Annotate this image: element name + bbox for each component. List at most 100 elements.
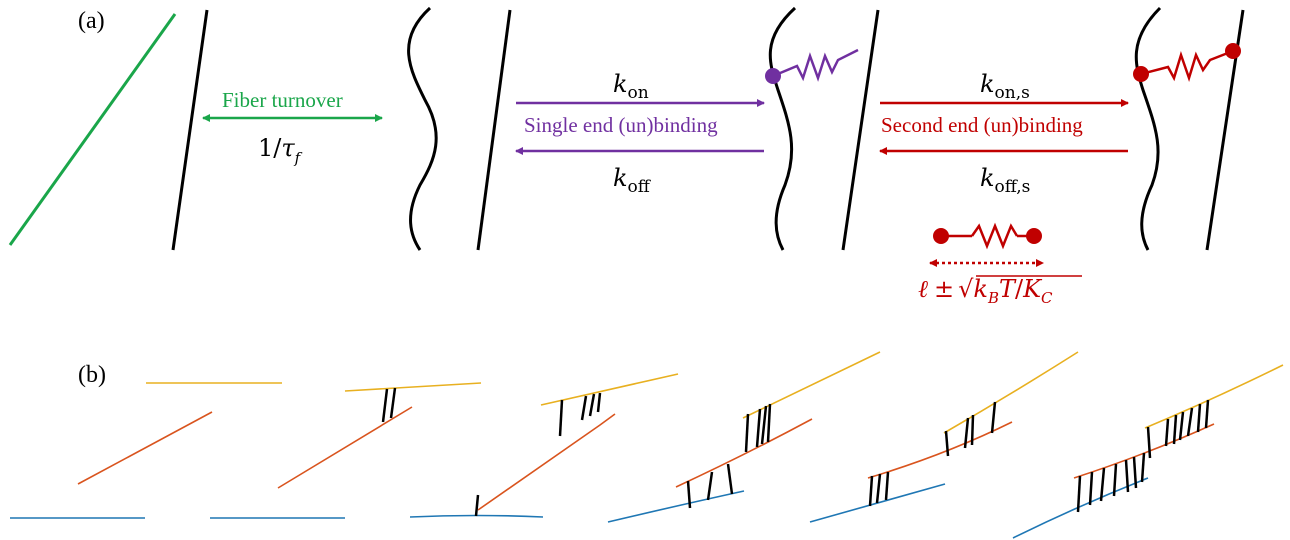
straight-fiber xyxy=(476,9,512,251)
crosslinker xyxy=(1076,475,1082,513)
crosslinkers xyxy=(686,403,772,509)
state-2-fibers xyxy=(407,6,512,251)
crosslinker xyxy=(760,405,768,445)
wavy-fiber xyxy=(768,6,797,251)
crosslinker xyxy=(1186,407,1194,437)
middle-fiber xyxy=(477,413,616,511)
crosslinker xyxy=(1099,467,1106,502)
kb-symbol: k xyxy=(973,275,988,303)
second-end-label: Second end (un)binding xyxy=(881,113,1083,137)
top-fiber xyxy=(540,373,679,406)
green-fiber xyxy=(8,13,177,246)
bottom-fiber xyxy=(809,483,946,523)
wavy-fiber xyxy=(407,6,438,251)
slash-symbol: / xyxy=(1015,275,1024,303)
panel-a-label: (a) xyxy=(78,8,105,34)
crosslinkers xyxy=(1076,399,1210,513)
k-off-s-symbol: k xyxy=(980,164,995,192)
rate-sub: f xyxy=(294,149,303,167)
k-on-s-label: kon,s xyxy=(980,70,1030,103)
crosslinker xyxy=(990,401,997,434)
legend-spring-coil xyxy=(970,222,1019,250)
straight-fiber xyxy=(841,9,880,251)
crosslinker xyxy=(755,408,762,448)
k-on-symbol: k xyxy=(613,70,628,98)
middle-fiber xyxy=(277,406,413,489)
fiber-turnover-transition: Fiber turnover 1/τf xyxy=(202,88,383,167)
crosslinker xyxy=(1088,471,1094,506)
simulation-frame-2 xyxy=(210,382,482,519)
simulation-frame-5 xyxy=(809,351,1079,523)
crosslinker xyxy=(744,413,750,453)
kb-sub: B xyxy=(987,289,999,307)
bound-end-dot xyxy=(765,68,781,84)
crosslinker xyxy=(686,480,692,509)
crosslinker xyxy=(766,403,772,443)
pm-symbol: ± xyxy=(934,275,954,303)
simulation-frame-3 xyxy=(409,373,679,518)
simulation-frame-1 xyxy=(10,382,282,519)
crosslinker xyxy=(1112,463,1118,497)
kc-symbol: K xyxy=(1022,275,1043,303)
panel-b-label: (b) xyxy=(78,362,106,388)
crosslinker xyxy=(1146,426,1152,459)
bound-end-dot-left xyxy=(1133,66,1149,82)
crosslinker xyxy=(1172,414,1178,445)
state-1-fibers xyxy=(8,9,209,251)
fiber-turnover-rate: 1/τf xyxy=(258,134,303,167)
k-off-sub: off xyxy=(628,177,652,197)
crosslinkers xyxy=(381,387,397,423)
simulation-frame-6 xyxy=(1012,364,1284,539)
crosslinker xyxy=(970,414,975,446)
length-formula: ℓ±√kBT/KC xyxy=(918,275,1053,307)
kc-sub: C xyxy=(1041,289,1053,307)
middle-fiber xyxy=(77,411,213,485)
ell-symbol: ℓ xyxy=(918,275,928,303)
second-end-transition: kon,s Second end (un)binding koff,s xyxy=(879,70,1129,197)
spring-length-legend: ℓ±√kBT/KC xyxy=(918,222,1082,307)
single-end-transition: kon Single end (un)binding koff xyxy=(515,70,765,197)
k-off-label: koff xyxy=(613,164,652,197)
k-on-s-symbol: k xyxy=(980,70,995,98)
crosslinker xyxy=(1124,459,1130,493)
single-end-label: Single end (un)binding xyxy=(524,113,718,137)
crosslinker xyxy=(884,471,890,501)
k-off-s-label: koff,s xyxy=(980,164,1030,197)
k-on-label: kon xyxy=(613,70,649,103)
crosslinker xyxy=(596,392,602,413)
crosslinker xyxy=(580,395,588,421)
wavy-fiber xyxy=(1134,6,1162,251)
state-3-fibers xyxy=(765,6,880,251)
single-bound-crosslinker xyxy=(765,48,859,84)
bottom-fiber xyxy=(607,490,745,523)
crosslinker xyxy=(381,388,389,423)
crosslinker xyxy=(389,387,397,419)
rate-tau: τ xyxy=(281,134,295,162)
crosslinker xyxy=(868,475,874,507)
top-fiber xyxy=(943,351,1079,434)
top-fiber xyxy=(742,351,881,419)
k-on-sub: on xyxy=(628,83,649,103)
rate-prefix: 1/ xyxy=(258,134,282,162)
crosslinker xyxy=(726,463,734,495)
middle-fiber xyxy=(675,418,813,488)
crosslinker xyxy=(944,430,950,457)
crosslinker xyxy=(963,417,970,449)
crosslinker xyxy=(1132,456,1138,489)
bottom-fiber xyxy=(1012,477,1149,539)
sqrt-sign: √ xyxy=(958,275,974,303)
crosslinker xyxy=(1196,403,1202,433)
crosslinker xyxy=(558,399,564,437)
crosslinker xyxy=(588,393,596,417)
bound-end-dot-right xyxy=(1225,43,1241,59)
crosslinker xyxy=(706,471,714,501)
legend-right-end xyxy=(1026,228,1042,244)
crosslinker-spring xyxy=(772,48,859,82)
fiber-turnover-label: Fiber turnover xyxy=(222,88,343,112)
black-fiber xyxy=(171,9,209,251)
crosslinkers xyxy=(474,392,602,517)
crosslinkers xyxy=(868,401,997,507)
crosslinker xyxy=(1140,452,1146,483)
state-4-fibers xyxy=(1133,6,1245,251)
